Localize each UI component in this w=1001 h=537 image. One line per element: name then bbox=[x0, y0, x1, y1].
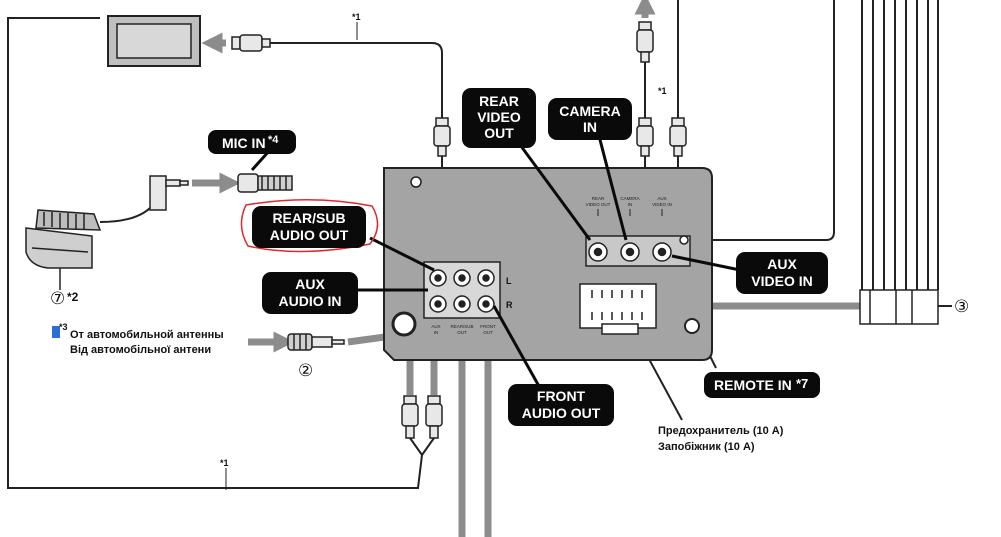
svg-text:⑦: ⑦ bbox=[50, 289, 65, 308]
svg-text:FRONT: FRONT bbox=[480, 324, 496, 329]
svg-text:VIDEO: VIDEO bbox=[477, 109, 521, 125]
svg-text:AUDIO OUT: AUDIO OUT bbox=[270, 227, 349, 243]
svg-text:AUDIO IN: AUDIO IN bbox=[279, 293, 342, 309]
note-1-camera: *1 bbox=[658, 86, 667, 96]
label-front-audio-out: FRONT AUDIO OUT bbox=[508, 384, 614, 426]
wire-aux-video bbox=[684, 0, 835, 241]
leader-aux-video bbox=[671, 254, 741, 272]
jack-aux-video-ground bbox=[679, 235, 689, 245]
svg-text:OUT: OUT bbox=[483, 330, 493, 335]
svg-text:AUX: AUX bbox=[431, 324, 440, 329]
wire-harness bbox=[861, 0, 939, 290]
svg-text:IN: IN bbox=[434, 330, 439, 335]
svg-text:OUT: OUT bbox=[457, 330, 467, 335]
wire-monitor bbox=[270, 42, 443, 118]
microphone-icon bbox=[25, 209, 102, 269]
fuse-note-uk: Запобіжник (10 A) bbox=[658, 441, 755, 453]
label-mic-in: MIC IN *4 bbox=[208, 130, 296, 154]
rca-plug-aux-video bbox=[669, 117, 687, 157]
label-rear-video-out: REAR VIDEO OUT bbox=[462, 88, 536, 148]
label-aux-video-in: AUX VIDEO IN bbox=[736, 252, 828, 294]
note-3-badge: *3 bbox=[52, 322, 68, 338]
svg-text:AUDIO OUT: AUDIO OUT bbox=[522, 405, 601, 421]
wire-rca-y bbox=[409, 437, 435, 457]
svg-text:REAR: REAR bbox=[592, 196, 605, 201]
wire-mic-cable bbox=[99, 207, 151, 223]
svg-text:OUT: OUT bbox=[484, 125, 514, 141]
rca-plug-camera bbox=[636, 117, 654, 157]
mic-plug-angled bbox=[149, 175, 189, 211]
svg-text:REAR/SUB: REAR/SUB bbox=[272, 210, 345, 226]
leader-rear-sub bbox=[369, 236, 435, 272]
leader-front bbox=[492, 305, 542, 389]
fuse-note-ru: Предохранитель (10 A) bbox=[658, 425, 784, 437]
svg-text:AUX: AUX bbox=[767, 256, 797, 272]
jack-r-mark: R bbox=[506, 300, 513, 310]
callout-mic-item: ⑦ *2 bbox=[50, 289, 79, 308]
rca-plug-monitor bbox=[231, 34, 271, 52]
note-1-bottom: *1 bbox=[220, 458, 229, 468]
label-aux-audio-in: AUX AUDIO IN bbox=[262, 272, 358, 314]
svg-text:*2: *2 bbox=[67, 290, 79, 304]
leader-rear-video bbox=[516, 141, 592, 241]
wire-harness-connector bbox=[859, 289, 939, 325]
antenna-note-ru: От автомобильной антенны bbox=[70, 329, 224, 341]
svg-text:REAR: REAR bbox=[479, 93, 519, 109]
antenna-note-uk: Від автомобільної антени bbox=[70, 344, 211, 356]
antenna-plug bbox=[287, 333, 345, 351]
rca-plug-aux-in-left bbox=[401, 395, 419, 439]
svg-text:CAMERA: CAMERA bbox=[620, 196, 639, 201]
mic-in-jack bbox=[410, 176, 422, 188]
svg-text:IN: IN bbox=[628, 202, 633, 207]
rca-plug-camera-top bbox=[636, 21, 654, 63]
label-rear-sub-audio-out: REAR/SUB AUDIO OUT bbox=[240, 199, 379, 253]
note-1-monitor: *1 bbox=[352, 12, 361, 22]
highlight-circle bbox=[240, 199, 379, 253]
monitor-icon bbox=[107, 15, 201, 67]
svg-text:IN: IN bbox=[583, 119, 597, 135]
label-remote-in: REMOTE IN *7 bbox=[704, 372, 820, 398]
callout-antenna-item: ② bbox=[298, 361, 313, 380]
remote-in-jack bbox=[684, 318, 700, 334]
callout-harness-item: ③ bbox=[954, 297, 969, 316]
svg-text:MIC IN: MIC IN bbox=[222, 135, 266, 151]
label-camera-in: CAMERA IN bbox=[548, 98, 632, 140]
leader-camera bbox=[596, 131, 628, 241]
video-jack-row bbox=[585, 235, 691, 267]
jack-l-mark: L bbox=[506, 276, 512, 286]
wire-outer-loop bbox=[7, 17, 423, 489]
panel-jack-marks: REAR VIDEO OUT CAMERA IN AUX VIDEO IN AU… bbox=[431, 196, 672, 335]
harness-connector-socket bbox=[579, 283, 657, 335]
mic-jack-cable bbox=[237, 173, 293, 193]
rca-plug-aux-in-right bbox=[425, 395, 443, 439]
svg-text:REAR/SUB: REAR/SUB bbox=[450, 324, 473, 329]
rca-jack-block bbox=[423, 261, 501, 319]
svg-text:AUX: AUX bbox=[295, 276, 325, 292]
svg-text:AUX: AUX bbox=[657, 196, 666, 201]
svg-text:FRONT: FRONT bbox=[537, 388, 586, 404]
svg-text:VIDEO IN: VIDEO IN bbox=[751, 273, 812, 289]
svg-text:REMOTE IN: REMOTE IN bbox=[714, 377, 792, 393]
jack-mark-ticks bbox=[597, 209, 663, 216]
svg-text:*4: *4 bbox=[268, 134, 279, 146]
svg-text:CAMERA: CAMERA bbox=[559, 103, 620, 119]
svg-text:*7: *7 bbox=[796, 376, 808, 391]
svg-text:*3: *3 bbox=[59, 322, 68, 332]
svg-text:VIDEO OUT: VIDEO OUT bbox=[586, 202, 611, 207]
antenna-socket bbox=[391, 311, 417, 337]
svg-text:VIDEO IN: VIDEO IN bbox=[652, 202, 672, 207]
rca-plug-rear-video bbox=[433, 117, 451, 157]
